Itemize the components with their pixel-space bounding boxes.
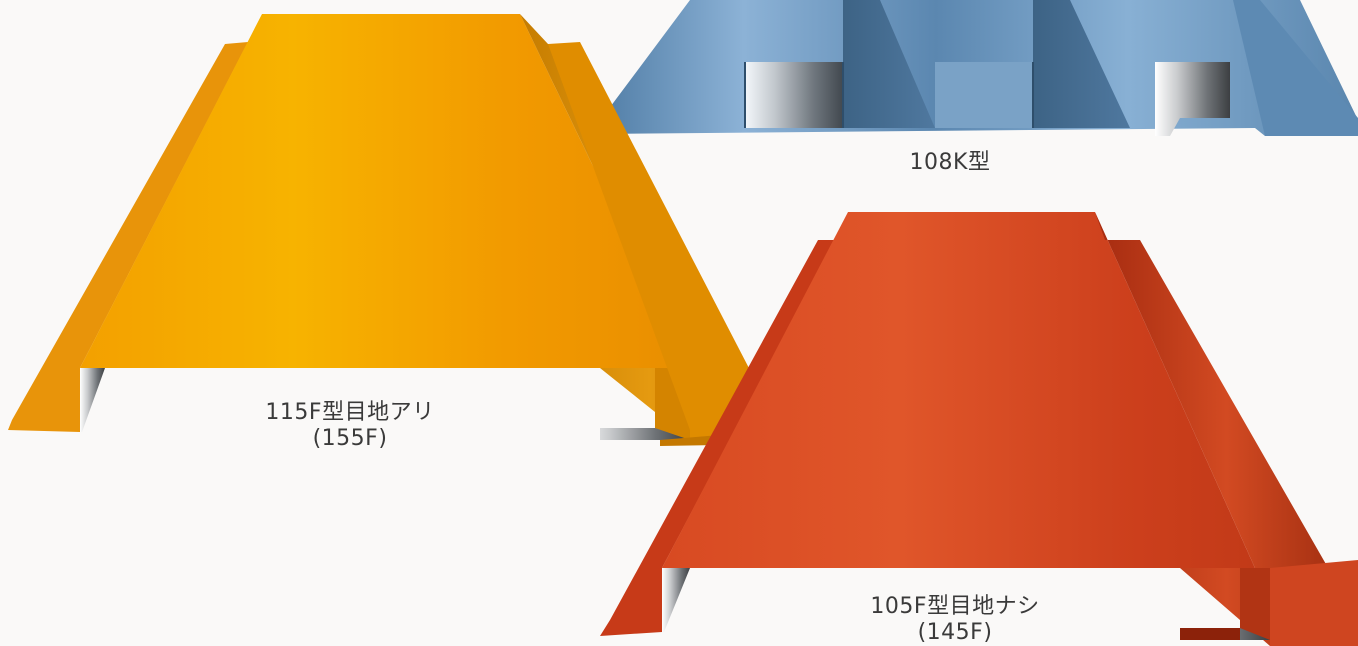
panel-115f-title: 115F型目地アリ bbox=[265, 400, 435, 425]
panel-108k-label: 108K型 bbox=[880, 150, 1020, 176]
panel-105f-label: 105F型目地ナシ (145F) bbox=[825, 594, 1085, 646]
panel-115f-label: 115F型目地アリ (155F) bbox=[230, 400, 470, 452]
panel-108k-graphic bbox=[590, 0, 1358, 136]
panel-115f-subtitle: (155F) bbox=[312, 426, 388, 451]
panel-108k-title: 108K型 bbox=[909, 150, 991, 175]
panel-105f-subtitle: (145F) bbox=[917, 620, 993, 645]
panel-105f-title: 105F型目地ナシ bbox=[870, 594, 1040, 619]
panel-105f-graphic bbox=[600, 212, 1358, 646]
panel-115f-graphic bbox=[8, 14, 782, 446]
